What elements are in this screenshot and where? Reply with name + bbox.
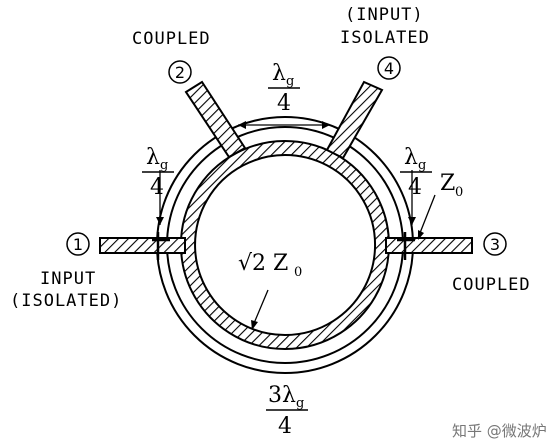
port-4-marker: 4 xyxy=(377,56,401,80)
left-section-length: λ g 4 xyxy=(142,145,174,200)
port-3-label: COUPLED xyxy=(452,275,531,295)
left-denom: 4 xyxy=(150,175,164,200)
bottom-section-length: 3λ g 4 xyxy=(266,383,308,439)
bottom-sub: g xyxy=(296,396,304,411)
port-4-label-line1: (INPUT) xyxy=(345,5,424,25)
top-sub: g xyxy=(286,74,294,89)
ring-impedance: √2 Z xyxy=(238,251,288,276)
outer-ring-inner-edge xyxy=(166,126,404,364)
port-1-label-line2: (ISOLATED) xyxy=(10,291,122,311)
port-1-marker: 1 xyxy=(66,232,90,256)
ring-impedance-label: √2 Z 0 xyxy=(234,246,308,280)
bottom-numer: 3λ xyxy=(268,383,296,408)
port-2-marker: 2 xyxy=(168,60,192,84)
port-2-feed-line xyxy=(184,80,247,159)
reference-ticks xyxy=(152,232,415,260)
watermark: 知乎 @微波炉 xyxy=(452,422,547,440)
port-2-label: COUPLED xyxy=(132,29,211,49)
port-1-feed-line xyxy=(99,237,186,254)
right-sub: g xyxy=(418,158,426,173)
top-denom: 4 xyxy=(277,91,291,116)
ring-impedance-sub: 0 xyxy=(294,265,302,280)
port-impedance-label: Z 0 xyxy=(440,171,463,200)
port-1-number: 1 xyxy=(73,235,83,254)
left-numer: λ xyxy=(146,145,160,170)
right-section-length: λ g 4 xyxy=(400,145,432,200)
right-numer: λ xyxy=(404,145,418,170)
port-4-label-line2: ISOLATED xyxy=(340,28,430,48)
port-impedance: Z xyxy=(440,171,455,196)
port-3-number: 3 xyxy=(490,235,500,254)
port-1-label-line1: INPUT xyxy=(40,269,96,289)
top-numer: λ xyxy=(272,61,286,86)
port-3-feed-line xyxy=(385,237,473,254)
right-denom: 4 xyxy=(408,175,422,200)
hatched-ring-line xyxy=(179,140,390,350)
port-3-marker: 3 xyxy=(483,232,507,256)
top-section-length: λ g 4 xyxy=(268,61,300,116)
left-sub: g xyxy=(160,158,168,173)
port-4-number: 4 xyxy=(384,59,394,78)
port-2-number: 2 xyxy=(175,63,185,82)
bottom-denom: 4 xyxy=(278,414,292,439)
port-4-feed-line xyxy=(325,80,384,160)
arrowheads xyxy=(156,121,424,330)
port-impedance-sub: 0 xyxy=(455,185,463,200)
